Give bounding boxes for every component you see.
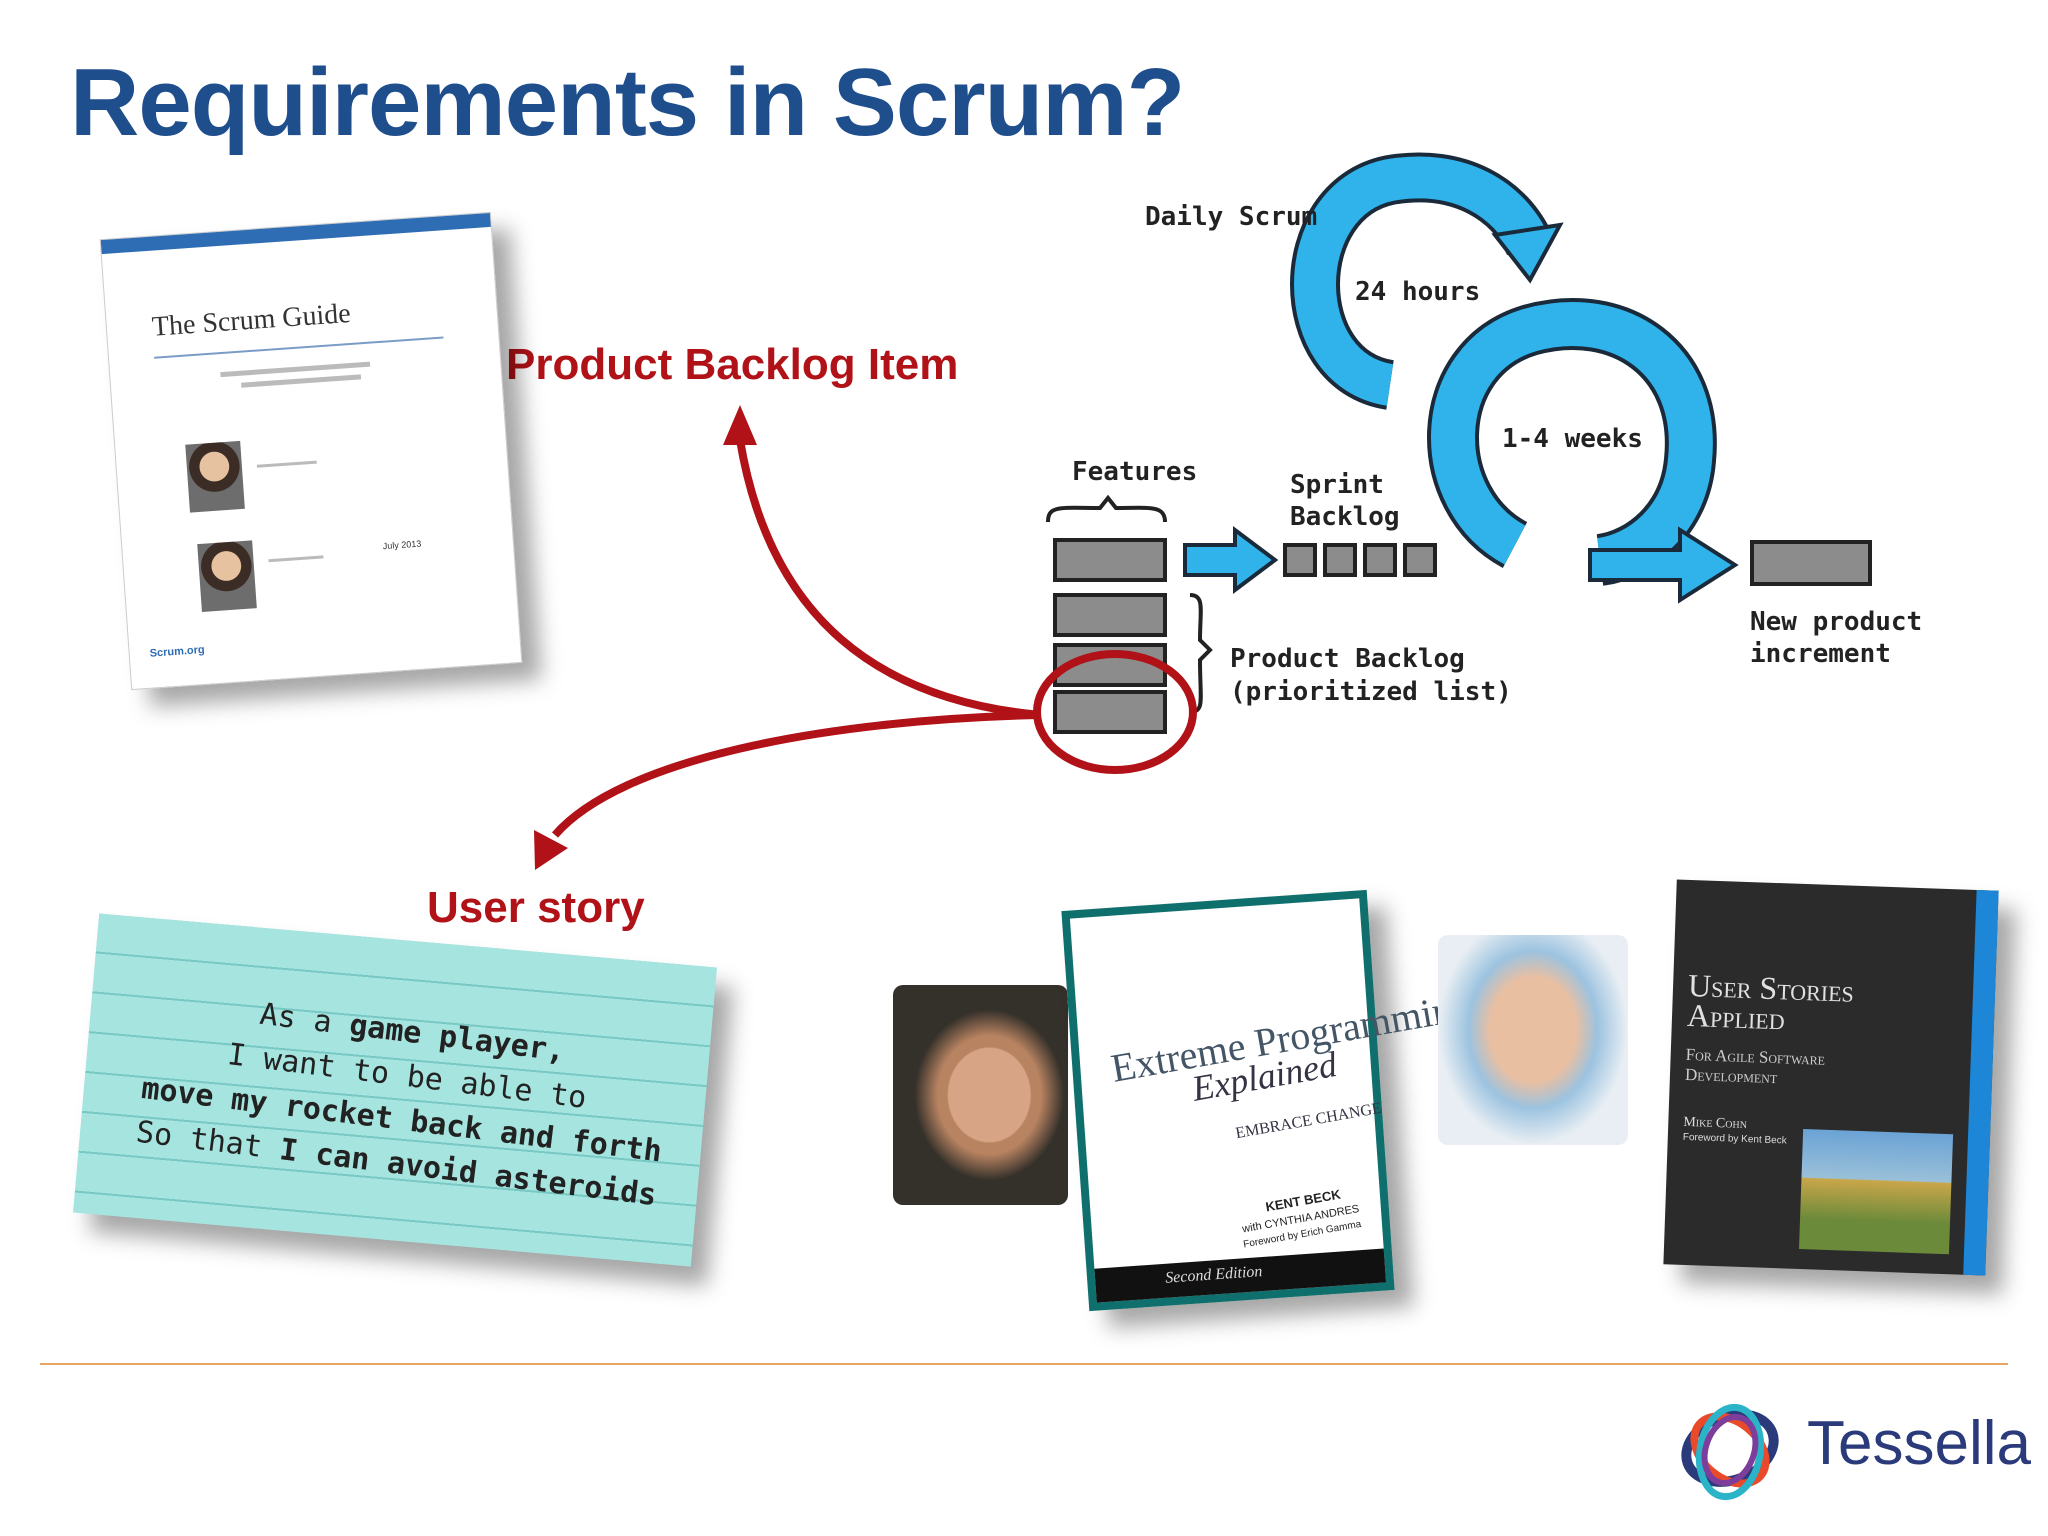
product-backlog-label-2: (prioritized list) xyxy=(1230,677,1512,707)
product-backlog-label-1: Product Backlog xyxy=(1230,644,1465,674)
to-sprint-backlog-arrow xyxy=(1183,526,1279,594)
weeks-label: 1-4 weeks xyxy=(1502,424,1643,454)
sprint-item xyxy=(1403,543,1437,577)
product-backlog-item-label: Product Backlog Item xyxy=(506,340,959,389)
increment-label-2: increment xyxy=(1750,639,1891,669)
product-backlog-brace xyxy=(1189,593,1213,714)
sprint-backlog-label-1: Sprint xyxy=(1290,470,1384,500)
daily-scrum-arrowhead xyxy=(1491,222,1564,284)
arrowhead-down xyxy=(534,830,568,870)
sprint-item xyxy=(1323,543,1357,577)
product-backlog-items xyxy=(1053,538,1167,734)
daily-scrum-label: Daily Scrum xyxy=(1145,202,1317,232)
sprint-backlog-label-2: Backlog xyxy=(1290,502,1400,532)
daily-scrum-loop-arrow-fill xyxy=(1294,156,1550,406)
increment-box xyxy=(1750,540,1872,586)
tessella-logo-text: Tessella xyxy=(1807,1409,2031,1478)
backlog-item xyxy=(1053,593,1167,637)
kent-beck-photo xyxy=(893,985,1068,1205)
sprint-backlog-items xyxy=(1283,543,1437,577)
hours-label: 24 hours xyxy=(1355,277,1480,307)
sprint-item xyxy=(1363,543,1397,577)
mike-cohn-photo xyxy=(1438,935,1628,1145)
arrow-to-user-story xyxy=(551,711,1041,838)
user-story-label: User story xyxy=(427,883,645,932)
features-label: Features xyxy=(1072,457,1197,487)
increment-label-1: New product xyxy=(1750,607,1922,637)
sprint-item xyxy=(1283,543,1317,577)
backlog-item xyxy=(1053,690,1167,734)
features-brace xyxy=(1046,494,1167,523)
sprint-loop-arrow-fill xyxy=(1431,302,1713,582)
to-increment-arrow xyxy=(1588,526,1739,604)
footer-divider xyxy=(40,1363,2008,1365)
slide-title: Requirements in Scrum? xyxy=(70,49,1185,156)
arrow-to-pbi xyxy=(736,439,1041,719)
backlog-item xyxy=(1053,538,1167,582)
arrowhead-up xyxy=(723,405,757,445)
tessella-logo-icon xyxy=(1681,1403,1779,1501)
